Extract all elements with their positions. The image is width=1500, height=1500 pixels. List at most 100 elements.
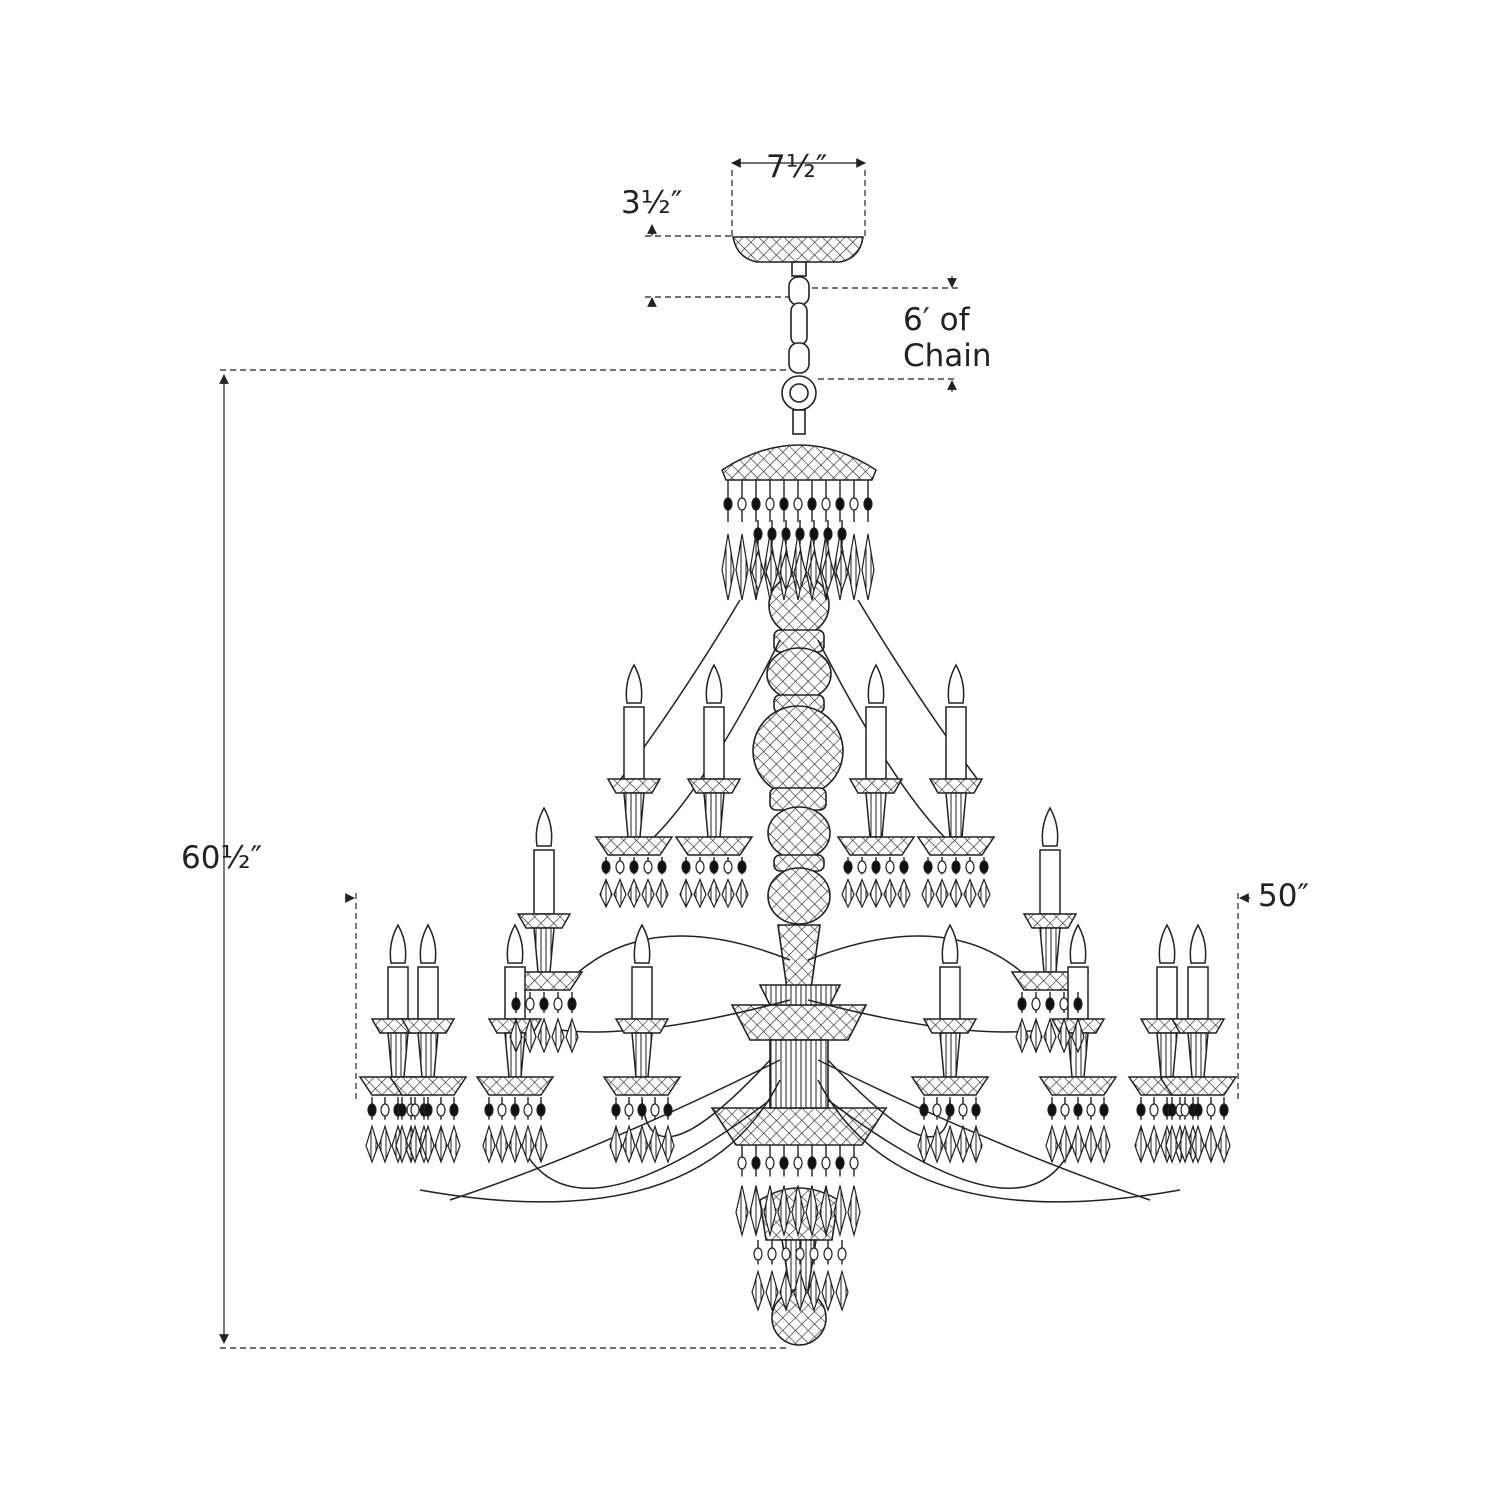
crystal-drop [791, 1145, 805, 1238]
arm-10 [817, 1079, 1181, 1203]
crystal-drop [835, 1240, 849, 1312]
crystal-drop [693, 857, 707, 909]
crystal-drop [627, 857, 641, 909]
arm-11 [514, 1099, 771, 1189]
crystal-drop [835, 520, 849, 592]
dimension-lines [219, 158, 1250, 1349]
crystal-drop [943, 1097, 957, 1164]
canopy [732, 236, 864, 277]
crystal-drop [935, 857, 949, 909]
crystal-drop [395, 1097, 409, 1164]
crystal-drop [821, 1240, 835, 1312]
arm-8 [817, 1059, 1151, 1201]
crystal-drop [779, 1240, 793, 1312]
crystal-drop [609, 1097, 623, 1164]
crystal-drop [763, 1145, 777, 1238]
crystal-drop [1178, 1097, 1192, 1164]
crystal-drop [622, 1097, 636, 1164]
crystal-drop [661, 1097, 675, 1164]
crystal-drop [1043, 992, 1057, 1054]
crystal-drop [378, 1097, 392, 1164]
crystal-drop [751, 520, 765, 592]
crystal-drop [599, 857, 613, 909]
crystal-drop [721, 480, 735, 601]
candles [358, 663, 1238, 1096]
candle-top-1 [594, 663, 674, 856]
crystal-drop [721, 857, 735, 909]
crystal-drop [869, 857, 883, 909]
chain-length-label: 6′ of Chain [903, 302, 992, 374]
crystal-drop [917, 1097, 931, 1164]
crystal-drop [1147, 1097, 1161, 1164]
crystal-drop [434, 1097, 448, 1164]
crystal-drop [495, 1097, 509, 1164]
crystal-drop [508, 1097, 522, 1164]
arm-13 [641, 1059, 771, 1138]
chain [781, 276, 817, 435]
crystal-drop [707, 857, 721, 909]
canopy-width-label: 7½″ [766, 149, 828, 185]
crystal-drop [447, 1097, 461, 1164]
arm-4 [807, 935, 1041, 991]
crystal-drop [749, 1145, 763, 1238]
crystal-drop [565, 992, 579, 1054]
crystal-drop [793, 520, 807, 592]
crystal-drop [793, 1240, 807, 1312]
candle-top-4 [916, 663, 996, 856]
crystal-drop [679, 857, 693, 909]
crystal-drop [551, 992, 565, 1054]
crystal-drop [1097, 1097, 1111, 1164]
crystal-drop [897, 857, 911, 909]
chain-length-line2: Chain [903, 338, 992, 374]
crystal-drop [751, 1240, 765, 1312]
crystal-drop [735, 1145, 749, 1238]
arm-2 [817, 639, 959, 851]
crystal-drop [921, 857, 935, 909]
crystal-drop [1058, 1097, 1072, 1164]
crystal-drop [861, 480, 875, 601]
crystal-drop [482, 1097, 496, 1164]
arm-14 [827, 1059, 951, 1138]
crystal-drop [883, 857, 897, 909]
crystal-drop [805, 1145, 819, 1238]
crystal-drop [655, 857, 669, 909]
crystal-drop [1165, 1097, 1179, 1164]
crown [721, 444, 877, 481]
crystal-drop [977, 857, 991, 909]
crystal-drop [841, 857, 855, 909]
crystal-drop [807, 1240, 821, 1312]
candle-mid-1 [504, 806, 584, 991]
crystal-drop [956, 1097, 970, 1164]
candle-low-8 [1158, 923, 1238, 1096]
crystal-drop [949, 857, 963, 909]
candle-top-3 [836, 663, 916, 856]
pendants [365, 480, 1231, 1312]
crystal-drop [779, 520, 793, 592]
candle-low-4 [602, 923, 682, 1096]
arm-7 [449, 1059, 781, 1201]
crystal-drop [1029, 992, 1043, 1054]
crystal-drop [963, 857, 977, 909]
crystal-drop [777, 1145, 791, 1238]
arm-9 [419, 1079, 781, 1203]
candle-low-2 [388, 923, 468, 1096]
crystal-drop [833, 1145, 847, 1238]
crystal-drop [847, 480, 861, 601]
crystal-drop [855, 857, 869, 909]
crystal-drop [821, 520, 835, 592]
overall-height-label: 60½″ [181, 840, 263, 876]
crystal-drop [521, 1097, 535, 1164]
crystal-drop [641, 857, 655, 909]
crystal-drop [509, 992, 523, 1054]
crystal-drop [1045, 1097, 1059, 1164]
crystal-drop [735, 480, 749, 601]
crystal-drop [613, 857, 627, 909]
candle-top-2 [674, 663, 754, 856]
crystal-drop [765, 1240, 779, 1312]
crystal-drop [534, 1097, 548, 1164]
overall-width-label: 50″ [1258, 878, 1310, 914]
arm-3 [559, 935, 791, 991]
crystal-drop [1217, 1097, 1231, 1164]
